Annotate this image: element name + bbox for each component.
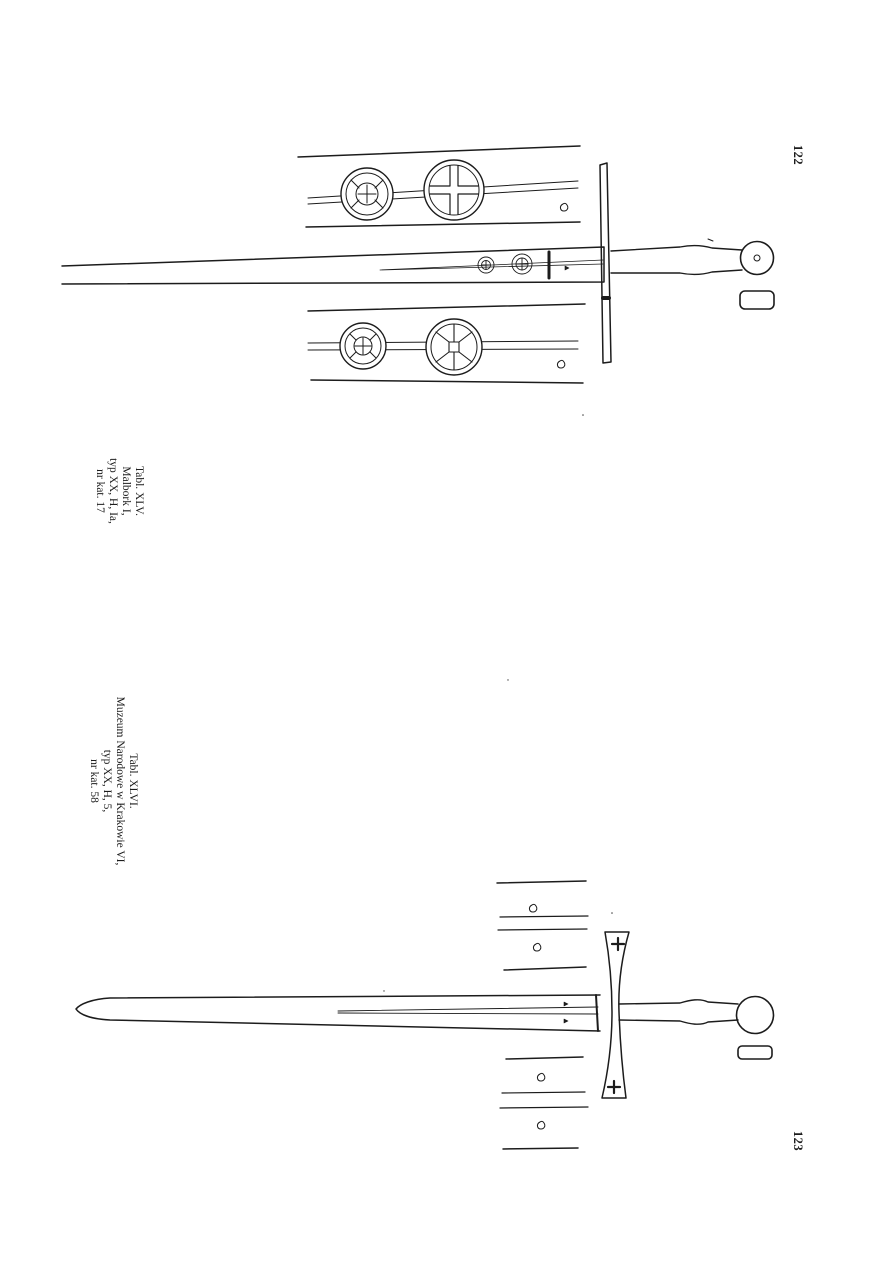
detail-panel-lower-bottom xyxy=(499,1056,589,1150)
caption-bottom-line-2: Muzeum Narodowe w Krakowie VI, xyxy=(114,696,126,866)
caption-bottom-line-3: typ XX, H, 5, xyxy=(101,749,113,813)
plate-caption-top: Tabl. XLV. Malbork I, typ XX, H, Ia, nr … xyxy=(89,431,145,551)
blade-medallion-1-top xyxy=(477,256,495,274)
fuller-top xyxy=(379,259,604,271)
pommel-section-top xyxy=(739,290,775,310)
caption-bottom-line-4: nr kat. 58 xyxy=(88,759,100,803)
detail-panel-upper-top xyxy=(297,145,581,228)
crossguard-cross-1-bottom xyxy=(610,936,626,952)
fuller-bottom xyxy=(337,1006,599,1015)
blade-mark-1-bottom xyxy=(563,1001,569,1007)
caption-top-line-3: typ XX, H, Ia, xyxy=(107,458,119,524)
caption-top-line-2: Malbork I, xyxy=(120,466,132,516)
crossguard-bottom xyxy=(601,931,630,1099)
pommel-bottom xyxy=(735,995,775,1035)
caption-bottom-line-1: Tabl. XLVI. xyxy=(127,753,139,809)
pommel-section-bottom xyxy=(737,1045,773,1060)
blade-mark-2-bottom xyxy=(563,1018,569,1024)
blade-mark-top xyxy=(564,265,570,271)
sword-drawing-top xyxy=(61,145,775,384)
blade-medallion-2-top xyxy=(511,253,533,275)
page-number-top: 122 xyxy=(791,144,805,166)
caption-top-line-1: Tabl. XLV. xyxy=(133,466,145,516)
blade-bottom xyxy=(75,994,601,1032)
pommel-top xyxy=(739,240,775,276)
page-number-bottom: 123 xyxy=(791,1130,805,1152)
detail-panel-lower-top xyxy=(307,303,586,384)
sword-drawing-bottom xyxy=(75,880,775,1150)
grip-top xyxy=(610,244,743,276)
detail-panel-upper-bottom xyxy=(496,880,589,971)
ricasso-band-bottom xyxy=(595,994,599,1032)
blade-top xyxy=(61,246,605,285)
caption-top-line-4: nr kat. 17 xyxy=(94,469,106,513)
plate-caption-bottom: Tabl. XLVI. Muzeum Narodowe w Krakowie V… xyxy=(83,666,139,896)
grip-bottom xyxy=(618,999,739,1025)
crossguard-cross-2-bottom xyxy=(606,1079,622,1095)
paper-specks xyxy=(383,414,613,992)
crossguard-top xyxy=(599,162,612,364)
